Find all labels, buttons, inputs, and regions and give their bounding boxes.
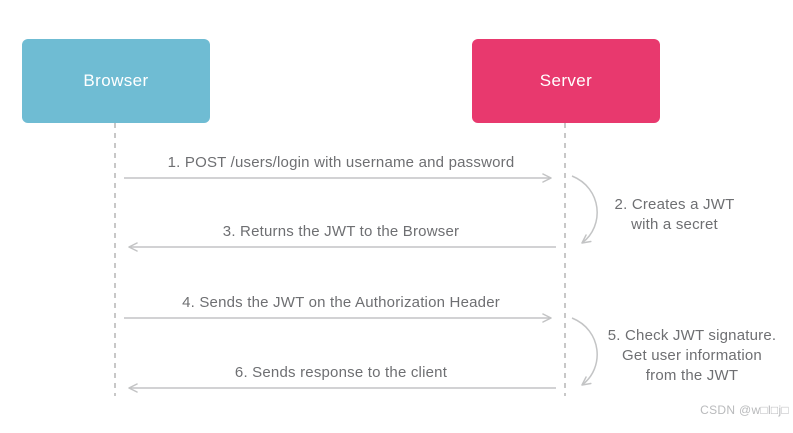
note-creates-jwt-line-1: 2. Creates a JWT [614,196,735,213]
message-label-1: 1. POST /users/login with username and p… [167,154,515,171]
message-label-6: 6. Sends response to the client [234,364,448,381]
note-creates-jwt: 2. Creates a JWT with a secret [592,195,757,235]
self-loop-arrow-2 [571,175,598,244]
message-label-3: 3. Returns the JWT to the Browser [222,223,460,240]
note-check-jwt-line-2: Get user information [622,347,762,364]
actor-label-browser: Browser [83,71,149,90]
self-loop-arrow-5 [571,317,598,386]
csdn-watermark: CSDN @w□l□j□ [700,403,789,417]
actor-box-server: Server [472,39,660,123]
message-label-4: 4. Sends the JWT on the Authorization He… [182,294,500,311]
note-check-jwt: 5. Check JWT signature. Get user informa… [596,326,788,386]
actor-label-server: Server [539,71,593,90]
note-check-jwt-line-3: from the JWT [645,367,739,384]
note-creates-jwt-line-2: with a secret [631,216,718,233]
actor-box-browser: Browser [22,39,210,123]
note-check-jwt-line-1: 5. Check JWT signature. [607,327,777,344]
